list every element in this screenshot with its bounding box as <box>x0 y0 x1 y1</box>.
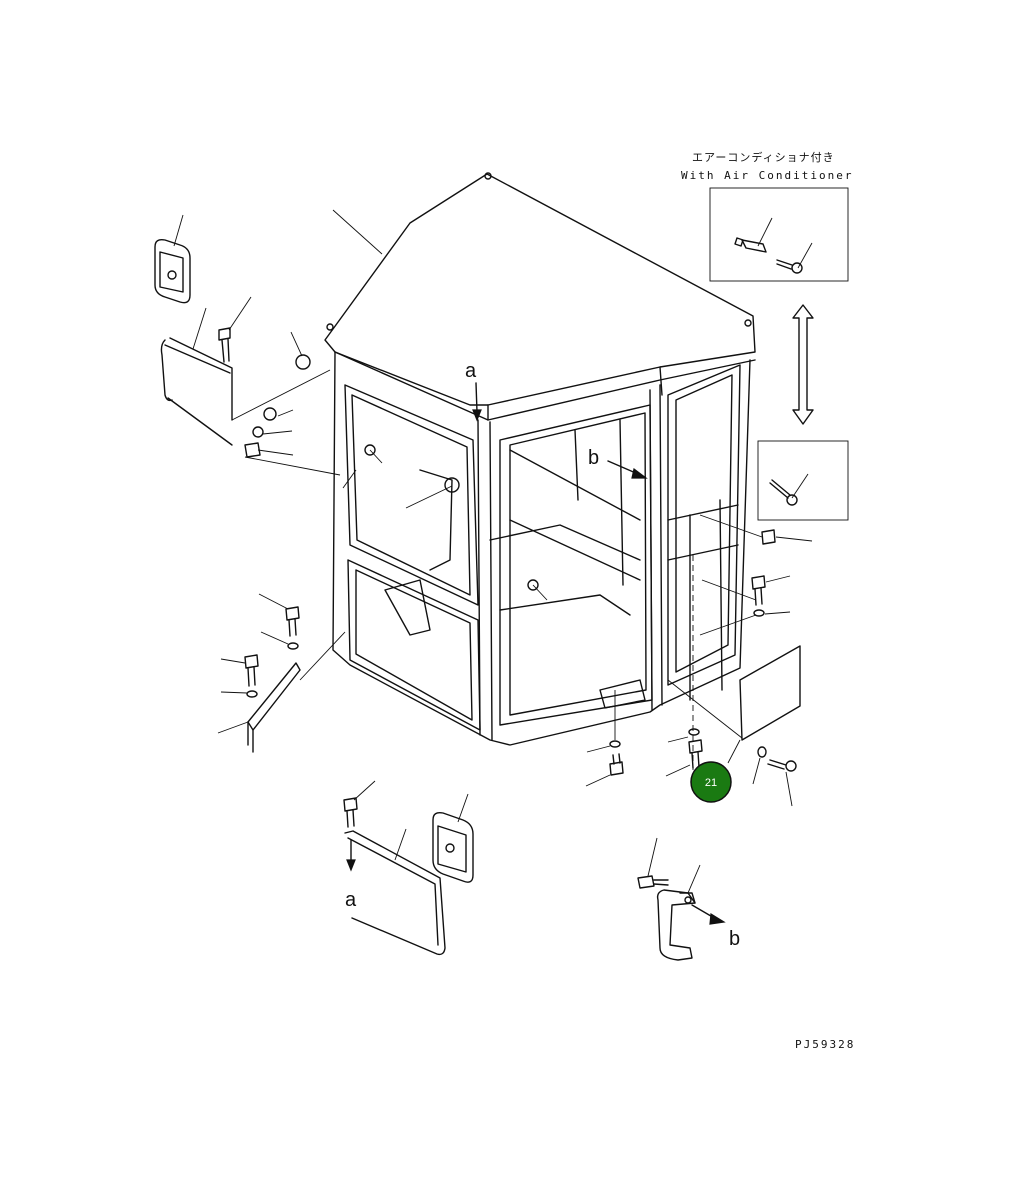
reference-b-top: b <box>588 447 648 479</box>
svg-text:a: a <box>465 360 477 382</box>
inset-title-en: With Air Conditioner <box>681 169 853 182</box>
callout-21[interactable]: 21 <box>690 761 732 803</box>
cap-part <box>290 331 311 370</box>
svg-text:a: a <box>345 889 357 911</box>
right-fasteners <box>585 514 813 807</box>
cab-roof <box>324 172 756 421</box>
drawing-code: PJ59328 <box>795 1038 855 1051</box>
reference-a-bottom: a <box>345 839 357 911</box>
reference-a-top: a <box>465 360 482 422</box>
svg-text:21: 21 <box>705 777 717 789</box>
left-mirror-upper <box>154 214 341 476</box>
cab-frame <box>332 351 751 746</box>
grab-handle: b <box>637 837 740 961</box>
inset-box-air-conditioner <box>709 187 849 282</box>
inset-box-standard <box>757 440 849 521</box>
svg-text:b: b <box>588 447 599 469</box>
reference-b-bottom: b <box>729 928 740 950</box>
left-mirror-lower <box>343 780 474 956</box>
inset-title-jp: エアーコンディショナ付き <box>692 150 835 164</box>
left-step-fasteners <box>217 593 346 753</box>
option-arrow <box>792 304 814 425</box>
